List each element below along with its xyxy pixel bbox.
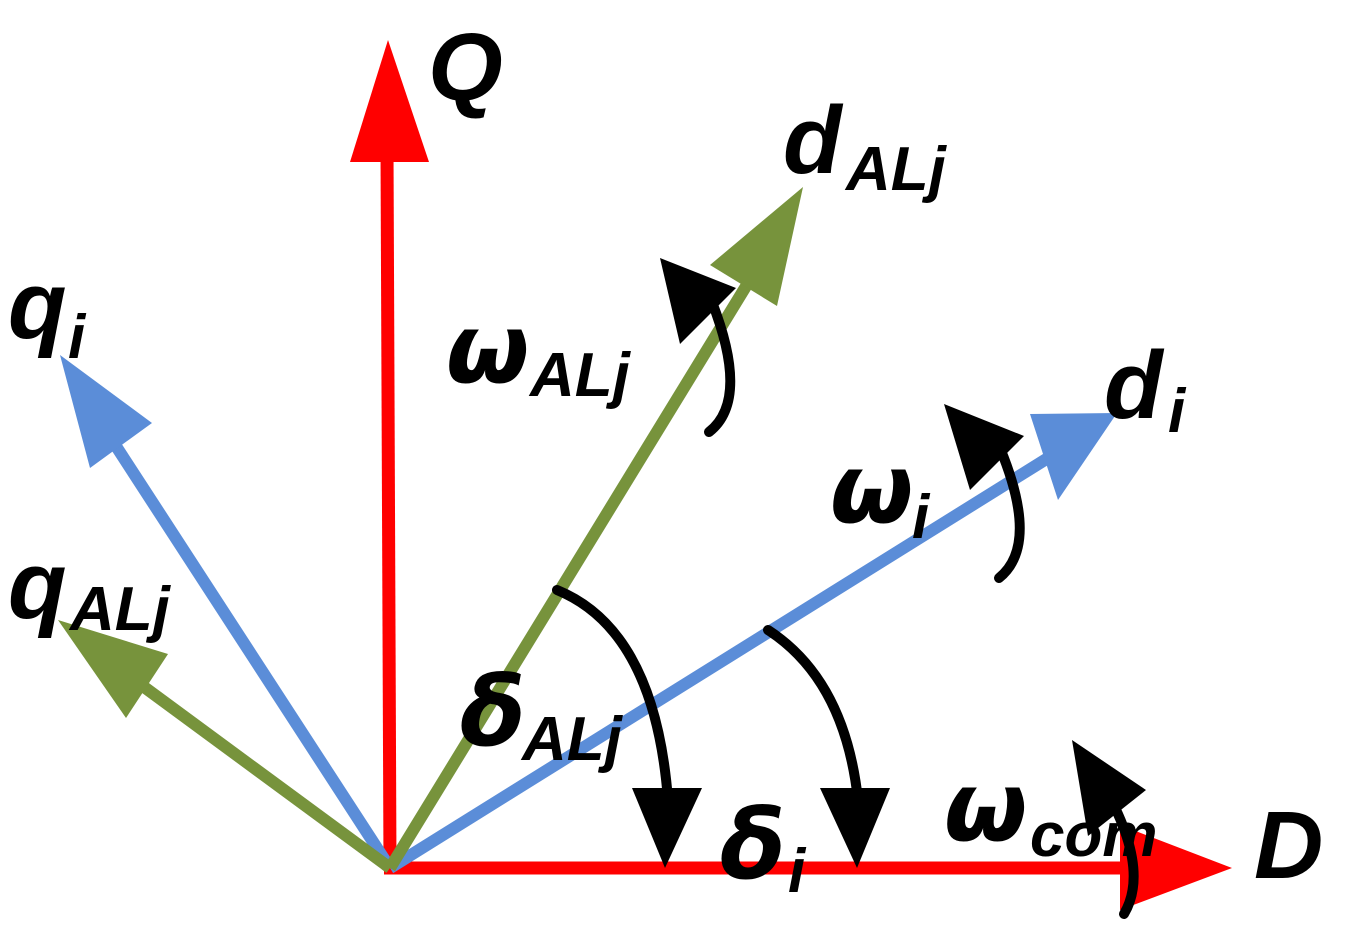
q-axis-arrow <box>350 40 429 869</box>
qalj-label: q ALj <box>8 532 172 644</box>
d-axis-arrow <box>384 825 1232 910</box>
qalj-axis-arrow <box>58 620 394 873</box>
qi-label-base: q <box>8 252 67 359</box>
omega-alj-label: ω ALj <box>446 293 632 410</box>
delta-alj-label-base: δ <box>460 656 526 768</box>
delta-alj-label-sub: ALj <box>520 705 624 774</box>
omega-alj-label-base: ω <box>446 293 529 405</box>
q-axis-label: Q <box>428 14 503 121</box>
omega-com-label-base: ω <box>944 751 1027 863</box>
delta-i-label-base: δ <box>720 789 786 901</box>
omega-com-label-sub: com <box>1030 801 1157 870</box>
di-axis-arrow <box>386 413 1117 874</box>
dalj-label: d ALj <box>783 87 948 204</box>
qalj-label-sub: ALj <box>68 575 172 644</box>
di-label-base: d <box>1104 332 1165 439</box>
omega-alj-rotation-arrow <box>660 258 736 437</box>
omega-i-label: ω i <box>830 433 931 552</box>
qi-label: q i <box>8 252 87 372</box>
qi-label-sub: i <box>68 303 87 372</box>
delta-i-label-sub: i <box>788 837 807 906</box>
di-label-sub: i <box>1168 377 1187 446</box>
qalj-label-base: q <box>8 532 67 639</box>
dalj-axis-arrow <box>384 187 803 872</box>
delta-i-label: δ i <box>720 789 807 906</box>
di-label: d i <box>1104 332 1187 446</box>
qi-axis-arrow <box>60 355 396 872</box>
delta-alj-label: δ ALj <box>460 656 624 774</box>
omega-alj-label-sub: ALj <box>528 341 632 410</box>
delta-i-angle-arc <box>763 625 890 868</box>
omega-i-label-sub: i <box>912 483 931 552</box>
delta-alj-angle-arc <box>552 585 702 868</box>
dalj-label-base: d <box>783 87 844 194</box>
omega-com-label: ω com <box>944 751 1157 870</box>
omega-i-rotation-arrow <box>944 404 1025 583</box>
d-axis-label: D <box>1254 792 1323 899</box>
omega-i-label-base: ω <box>830 433 913 545</box>
dalj-label-sub: ALj <box>844 135 948 204</box>
omega-com-rotation-arrow <box>1072 740 1146 919</box>
